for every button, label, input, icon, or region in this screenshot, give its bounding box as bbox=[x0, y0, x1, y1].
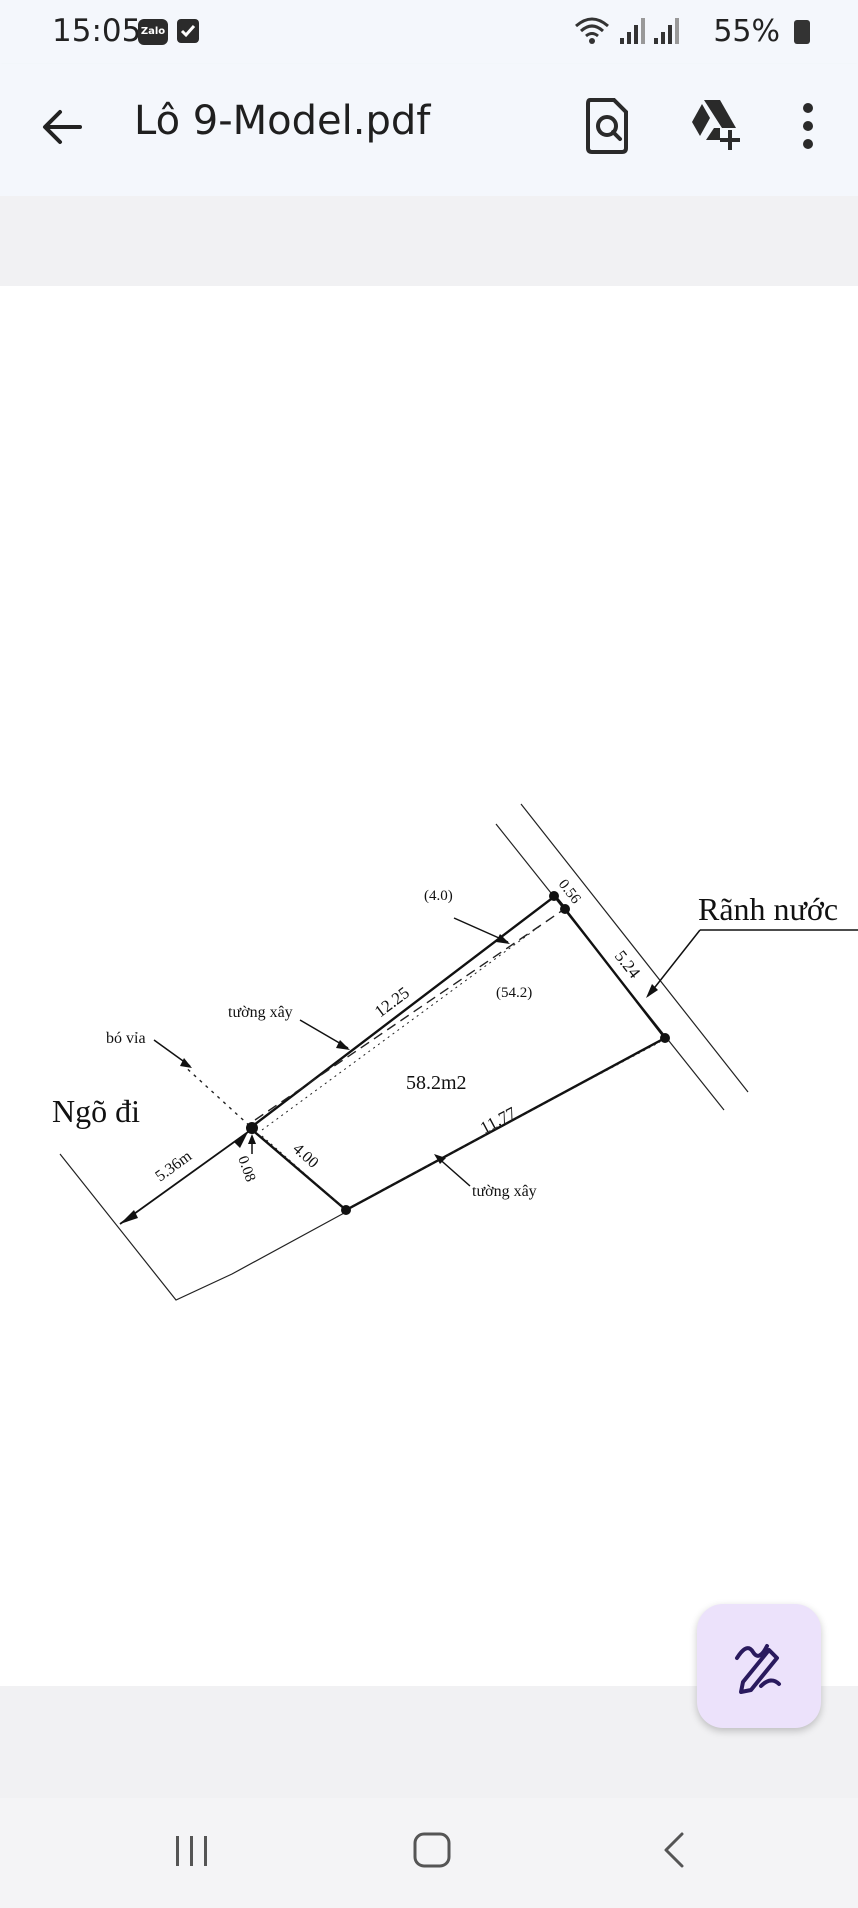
dim-top: 12.25 bbox=[371, 983, 413, 1021]
label-top-paren: (4.0) bbox=[424, 888, 453, 904]
label-bo-via: bó vỉa bbox=[106, 1030, 146, 1047]
signal-icon-2 bbox=[652, 16, 680, 51]
recents-icon bbox=[176, 1836, 207, 1866]
recents-button[interactable] bbox=[170, 1828, 214, 1877]
system-nav-bar bbox=[0, 1798, 858, 1908]
label-tuong-xay-bottom: tường xây bbox=[472, 1183, 537, 1200]
land-plot-drawing: Ngõ đi Rãnh nước bó vỉa tường xây tường … bbox=[52, 803, 858, 1301]
label-area-sub: (54.2) bbox=[496, 985, 532, 1001]
signal-icon bbox=[618, 16, 646, 51]
document-title: Lô 9-Model.pdf bbox=[134, 98, 431, 144]
dim-right: 5.24 bbox=[611, 947, 645, 983]
label-ngo-di: Ngõ đi bbox=[52, 1093, 140, 1129]
dim-bottom: 11.77 bbox=[477, 1103, 520, 1138]
wifi-icon bbox=[574, 16, 610, 51]
back-button[interactable] bbox=[36, 100, 90, 154]
label-tuong-xay-top: tường xây bbox=[228, 1004, 293, 1021]
check-notification-icon bbox=[177, 19, 199, 43]
zalo-icon: Zalo bbox=[138, 19, 168, 45]
dim-road: 5.36m bbox=[152, 1147, 195, 1185]
pdf-page[interactable]: Ngõ đi Rãnh nước bó vỉa tường xây tường … bbox=[0, 286, 858, 1686]
home-button[interactable] bbox=[410, 1828, 454, 1877]
more-options-button[interactable] bbox=[790, 98, 826, 154]
add-to-drive-icon bbox=[692, 100, 740, 150]
edit-pen-icon bbox=[735, 1644, 781, 1694]
home-icon bbox=[413, 1832, 451, 1868]
label-ranh-nuoc: Rãnh nước bbox=[698, 891, 838, 927]
back-arrow-icon bbox=[43, 110, 82, 144]
pdf-viewer[interactable]: Ngõ đi Rãnh nước bó vỉa tường xây tường … bbox=[0, 196, 858, 1798]
back-icon bbox=[664, 1832, 684, 1868]
nav-back-button[interactable] bbox=[652, 1828, 696, 1877]
edit-fab-button[interactable] bbox=[697, 1604, 821, 1728]
find-in-document-icon bbox=[586, 98, 628, 154]
status-time: 15:05 bbox=[52, 13, 142, 49]
find-in-document-button[interactable] bbox=[580, 94, 634, 158]
battery-icon bbox=[794, 20, 810, 44]
battery-level: 55% bbox=[713, 14, 780, 49]
more-vert-icon bbox=[803, 103, 813, 149]
status-bar: 15:05 Zalo bbox=[0, 0, 858, 64]
add-to-drive-button[interactable] bbox=[686, 94, 742, 154]
dim-small: 0.08 bbox=[234, 1154, 258, 1184]
app-bar: Lô 9-Model.pdf bbox=[0, 64, 858, 196]
label-area-main: 58.2m2 bbox=[406, 1072, 467, 1094]
